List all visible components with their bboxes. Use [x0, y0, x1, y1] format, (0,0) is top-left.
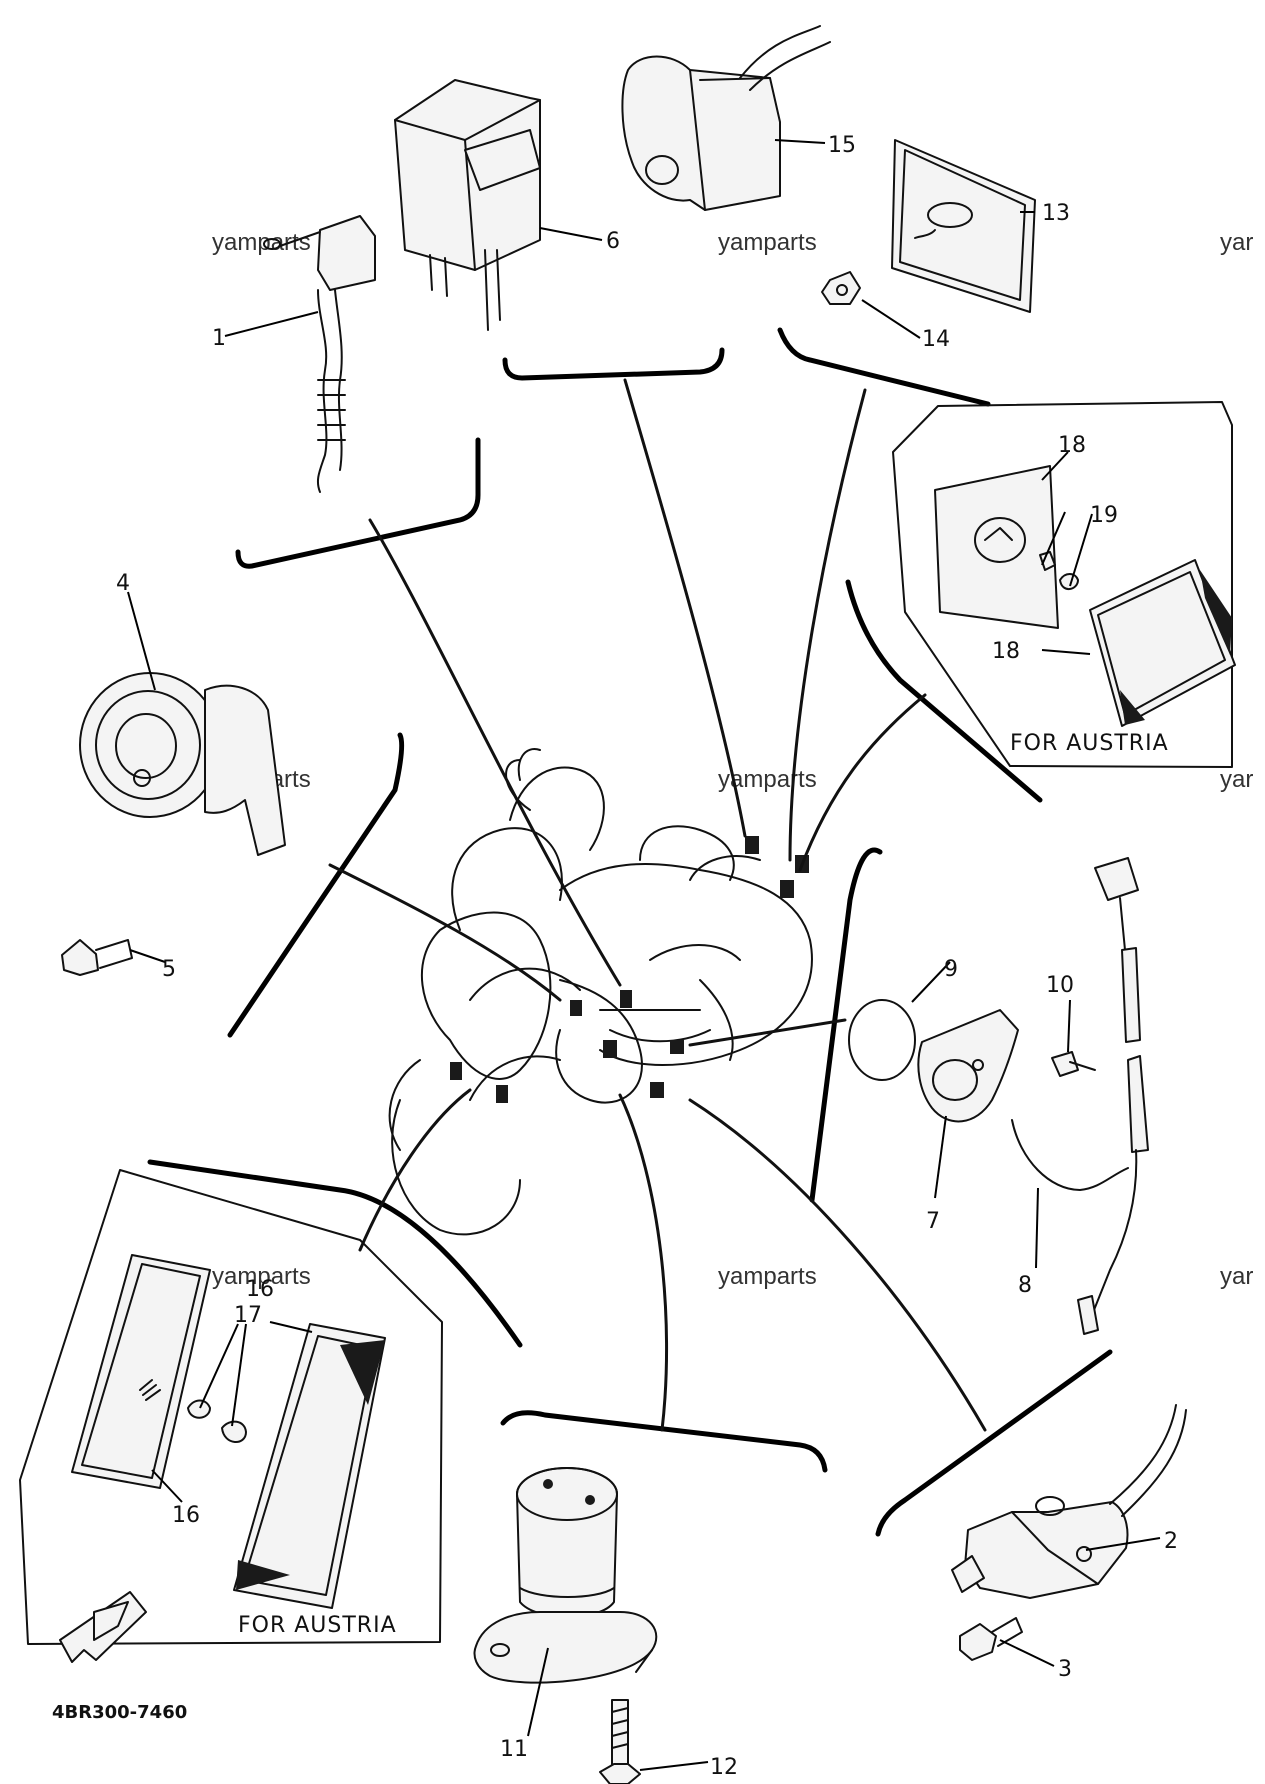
connector [603, 1040, 617, 1058]
part-11-switch [473, 1467, 658, 1684]
inset-label: FOR AUSTRIA [1010, 731, 1169, 756]
part-15-flasher [621, 25, 831, 211]
callout-2: 2 [1164, 1529, 1178, 1554]
callout-8: 8 [1018, 1273, 1032, 1298]
group-brackets [147, 327, 1113, 1537]
connector [450, 1062, 462, 1080]
part-5-bolt [61, 939, 133, 976]
part-8-wire-harness [1011, 857, 1149, 1335]
part-7-sensor [917, 1009, 1019, 1123]
part-1-switch [263, 215, 376, 493]
callout-16-top: 16 [246, 1277, 274, 1302]
callout-11: 11 [500, 1737, 528, 1762]
connector [745, 836, 759, 854]
inset-austria-left: FOR AUSTRIA [19, 1169, 443, 1645]
callout-16-bottom: 16 [172, 1503, 200, 1528]
front-arrow-icon [59, 1591, 147, 1663]
callout-12: 12 [710, 1755, 738, 1780]
callout-13: 13 [1042, 201, 1070, 226]
part-10-screw [1051, 1051, 1096, 1077]
callout-17: 17 [234, 1303, 262, 1328]
callout-4: 4 [116, 571, 130, 596]
callout-5: 5 [162, 957, 176, 982]
inset-austria-right: FOR AUSTRIA [892, 401, 1236, 768]
connector [620, 990, 632, 1008]
connector [780, 880, 794, 898]
callout-3: 3 [1058, 1657, 1072, 1682]
watermark: yar [1220, 229, 1253, 256]
callout-7: 7 [926, 1209, 940, 1234]
part-4-horn [79, 672, 286, 856]
part-9-o-ring [848, 999, 916, 1081]
watermark: yar [1220, 1263, 1253, 1290]
connector [670, 1040, 684, 1054]
watermark: yamparts [718, 1263, 817, 1290]
diagram-code: 4BR300-7460 [52, 1702, 187, 1723]
part-13-reflector [891, 139, 1036, 313]
watermark: yamparts [718, 229, 817, 256]
callout-6: 6 [606, 229, 620, 254]
callout-9: 9 [944, 957, 958, 982]
callout-19: 19 [1090, 503, 1118, 528]
connector [570, 1000, 582, 1016]
part-14-nut [821, 271, 861, 305]
callout-15: 15 [828, 133, 856, 158]
connector [496, 1085, 508, 1103]
inset-label: FOR AUSTRIA [238, 1613, 397, 1638]
callout-18-top: 18 [1058, 433, 1086, 458]
callout-18-bottom: 18 [992, 639, 1020, 664]
motorcycle-outline [388, 748, 813, 1236]
callout-10: 10 [1046, 973, 1074, 998]
leader-lines [127, 139, 1161, 1771]
part-3-bolt [959, 1617, 1023, 1661]
callout-14: 14 [922, 327, 950, 352]
part-6-relay [394, 79, 541, 331]
part-12-bolt [599, 1699, 641, 1784]
watermark: yamparts [212, 229, 311, 256]
watermark: yar [1220, 766, 1253, 793]
watermark: yamparts [212, 1263, 311, 1290]
callout-1: 1 [212, 326, 226, 351]
connector [650, 1082, 664, 1098]
part-2-switch [951, 1404, 1187, 1599]
callouts: 1 2 3 4 5 6 7 8 9 10 11 12 13 14 15 16 1… [116, 133, 1178, 1780]
